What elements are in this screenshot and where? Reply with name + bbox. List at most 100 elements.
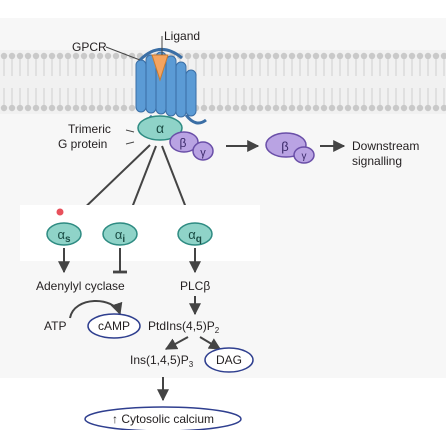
lipid-head xyxy=(392,52,400,60)
lipid-head xyxy=(392,104,400,112)
lipid-head xyxy=(336,52,344,60)
arrow-ptdins-to-ins xyxy=(164,336,189,350)
lipid-head xyxy=(80,104,88,112)
lipid-head xyxy=(408,104,416,112)
lipid-head xyxy=(264,104,272,112)
lipid-head xyxy=(256,52,264,60)
lipid-head xyxy=(336,104,344,112)
lipid-head xyxy=(56,104,64,112)
receptor-helix xyxy=(165,55,177,117)
alpha-q-ellipse xyxy=(177,222,213,246)
camp-oval xyxy=(87,313,141,339)
alpha-i-ellipse xyxy=(102,222,138,246)
trimeric-g-protein: α β γ xyxy=(137,115,214,161)
lipid-head xyxy=(400,104,408,112)
arrow-ptdins-to-dag xyxy=(199,336,222,350)
alpha-s-label: αs xyxy=(57,227,71,245)
g-alpha-label: α xyxy=(156,120,164,136)
g-gamma-subunit xyxy=(192,141,214,161)
receptor-helix xyxy=(175,61,187,118)
lipid-head xyxy=(120,104,128,112)
receptor-extracellular-loop xyxy=(138,48,183,62)
lipid-head xyxy=(64,104,72,112)
lipid-head xyxy=(264,52,272,60)
ptdins-label: PtdIns(4,5)P2 xyxy=(148,319,220,335)
camp-label: cAMP xyxy=(98,319,130,333)
lipid-head xyxy=(424,52,432,60)
dag-label: DAG xyxy=(216,353,242,367)
ligand-label: Ligand xyxy=(164,29,200,43)
lipid-head xyxy=(368,104,376,112)
alpha-i-label: αi xyxy=(115,227,126,245)
lipid-head xyxy=(304,104,312,112)
lipid-head xyxy=(104,52,112,60)
lipid-head xyxy=(352,104,360,112)
lipid-head xyxy=(288,52,296,60)
membrane-band xyxy=(0,50,446,114)
lipid-head xyxy=(304,52,312,60)
ins-label: Ins(1,4,5)P3 xyxy=(130,353,194,369)
lipid-head xyxy=(440,52,446,60)
lipid-head xyxy=(400,52,408,60)
free-beta-gamma-dimer: β γ xyxy=(265,132,315,164)
lipid-head xyxy=(368,52,376,60)
lipid-head xyxy=(0,104,8,112)
lipid-head xyxy=(424,104,432,112)
lipid-head xyxy=(96,52,104,60)
lipid-head xyxy=(224,104,232,112)
lipid-head xyxy=(280,104,288,112)
trimeric-leader-line xyxy=(125,129,135,133)
lipid-head xyxy=(192,52,200,60)
free-beta-label: β xyxy=(281,139,288,154)
lipid-head xyxy=(344,52,352,60)
lipid-head xyxy=(360,104,368,112)
lipid-head xyxy=(128,104,136,112)
lipid-head xyxy=(112,52,120,60)
lipid-head xyxy=(48,104,56,112)
lipid-head xyxy=(72,104,80,112)
trimeric-leader-line xyxy=(125,141,135,145)
cytosolic-calcium-oval xyxy=(84,406,242,430)
lipid-head xyxy=(376,104,384,112)
lipid-head xyxy=(88,104,96,112)
plc-beta-label: PLCβ xyxy=(180,279,210,293)
lipid-head xyxy=(64,52,72,60)
lipid-head xyxy=(0,52,8,60)
lipid-head xyxy=(24,104,32,112)
lipid-head xyxy=(384,52,392,60)
lipid-head xyxy=(312,52,320,60)
g-gamma-label: γ xyxy=(200,147,206,159)
lipid-heads-bottom xyxy=(0,88,446,112)
alpha-s-subunit: αs xyxy=(46,208,82,246)
lipid-head xyxy=(352,52,360,60)
ligand-shape xyxy=(151,54,169,82)
lipid-head xyxy=(24,52,32,60)
lipid-head xyxy=(240,52,248,60)
lipid-head xyxy=(232,104,240,112)
cell-membrane xyxy=(0,50,446,114)
downstream-label-line1: Downstream xyxy=(352,139,419,153)
lipid-head xyxy=(296,104,304,112)
receptor-helix xyxy=(135,59,147,113)
lipid-head xyxy=(40,104,48,112)
cytosolic-calcium-label: ↑ Cytosolic calcium xyxy=(112,412,214,426)
lipid-head xyxy=(416,104,424,112)
lipid-head xyxy=(344,104,352,112)
lipid-head xyxy=(232,52,240,60)
lipid-head xyxy=(416,52,424,60)
lipid-head xyxy=(200,52,208,60)
lipid-head xyxy=(320,104,328,112)
free-gamma-label: γ xyxy=(302,151,307,162)
lipid-head xyxy=(248,52,256,60)
gpcr-leader-line xyxy=(105,46,141,61)
g-alpha-subunit xyxy=(137,115,183,141)
lipid-head xyxy=(408,52,416,60)
lipid-head xyxy=(48,52,56,60)
free-gamma-subunit xyxy=(293,146,315,164)
lipid-head xyxy=(296,52,304,60)
lipid-head xyxy=(432,104,440,112)
lipid-head xyxy=(328,104,336,112)
lipid-head xyxy=(32,104,40,112)
lipid-head xyxy=(216,52,224,60)
